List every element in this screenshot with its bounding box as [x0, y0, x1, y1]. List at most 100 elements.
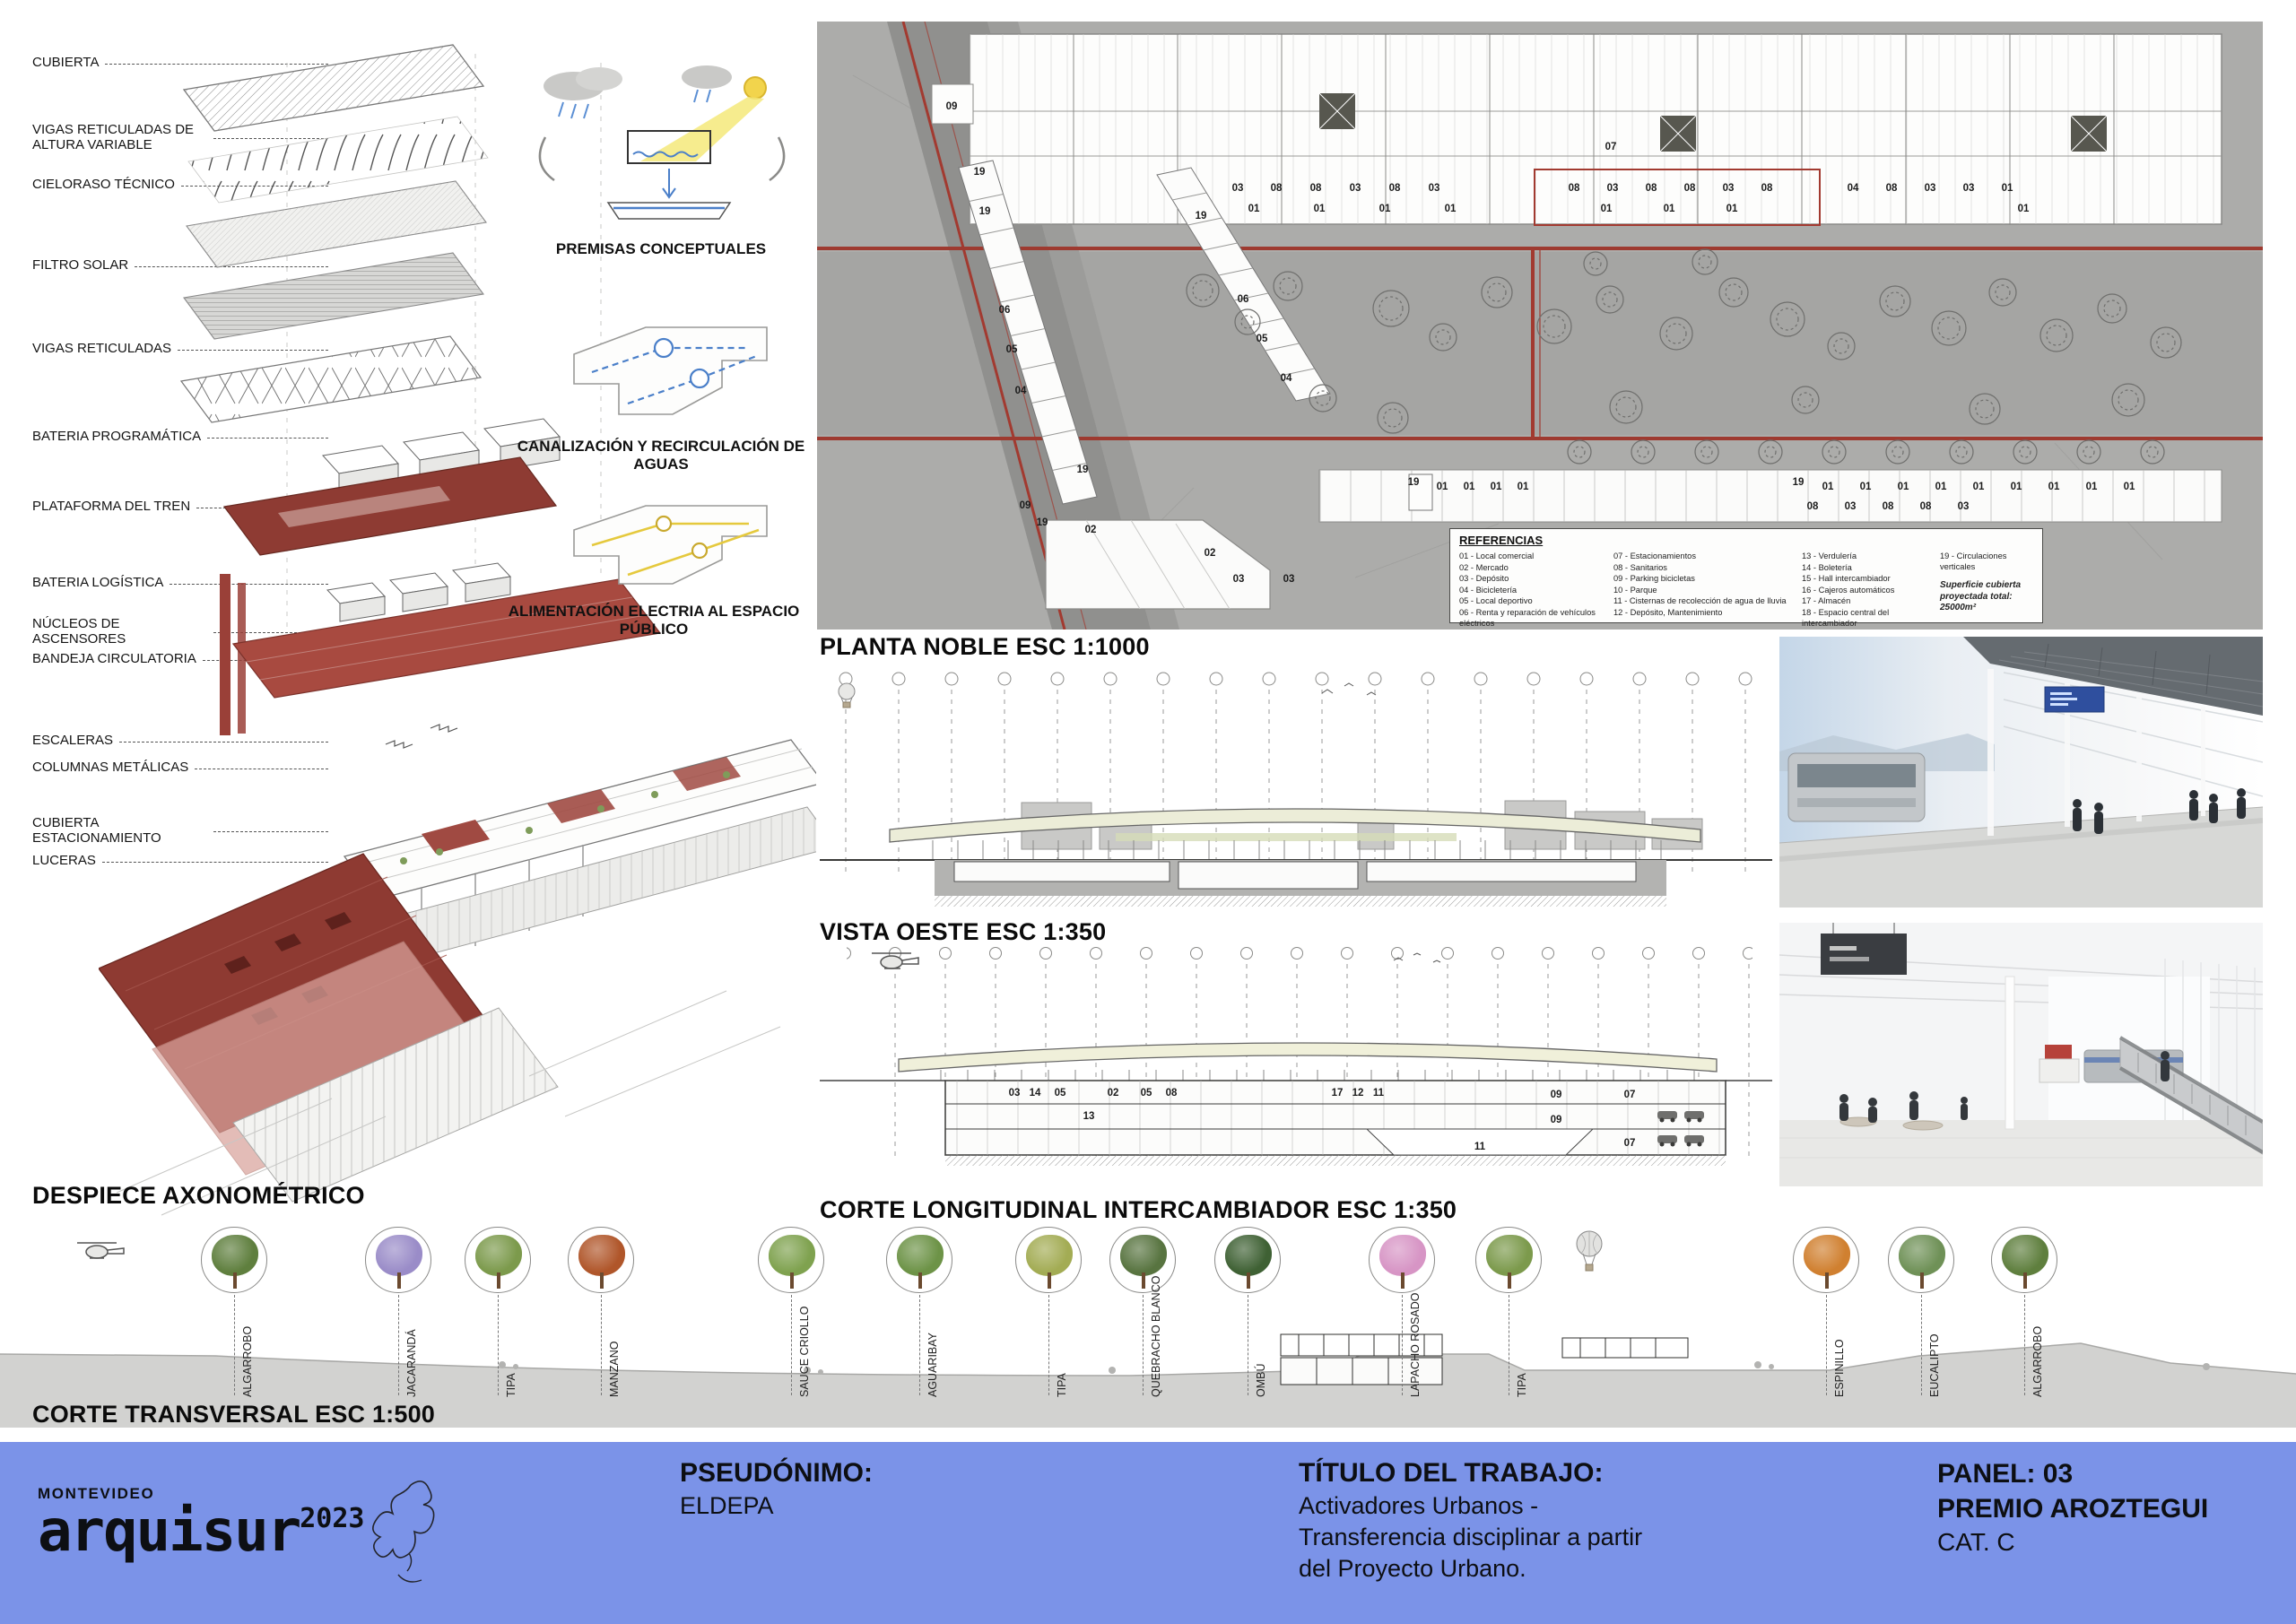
tree-name: LAPACHO ROSADO: [1409, 1292, 1422, 1397]
ref-number: 09: [945, 101, 958, 112]
tree-canopy-circle: [568, 1227, 634, 1293]
ref-number: 01: [1935, 482, 1947, 492]
floor: [1779, 1120, 2263, 1186]
ref-number: 03: [1924, 183, 1936, 194]
axon-layer-bateria-logistica: [326, 562, 512, 622]
logo-word: arquisur: [38, 1498, 301, 1565]
ref-number: 03: [1008, 1088, 1021, 1099]
ref-number: 11: [1474, 1142, 1486, 1152]
ref-number: 08: [1270, 183, 1283, 194]
panel-block: PANEL: 03 PREMIO AROZTEGUI CAT. C: [1937, 1456, 2208, 1559]
logo-city: MONTEVIDEO: [38, 1485, 155, 1502]
axon-drawing: [97, 36, 837, 1220]
tree-canopy-circle: [1369, 1227, 1435, 1293]
corte-long-title: CORTE LONGITUDINAL INTERCAMBIADOR ESC 1:…: [820, 1196, 1457, 1223]
arquisur-logo: MONTEVIDEO arquisur2023: [38, 1485, 365, 1560]
legend-item: 17 - Almacén: [1802, 596, 1851, 606]
people-silhouettes: [2073, 788, 2246, 834]
ref-number: 19: [1036, 517, 1048, 528]
leader-line: [207, 437, 328, 439]
axon-label-text: FILTRO SOLAR: [32, 257, 129, 273]
ref-number: 01: [2048, 482, 2060, 492]
ref-number: 01: [2085, 482, 2098, 492]
ref-number: 02: [1107, 1088, 1119, 1099]
kiosk-counter: [2039, 1058, 2080, 1083]
tree-marker: TIPA: [1474, 1227, 1543, 1428]
leader-line: [2024, 1295, 2025, 1395]
axon-label-text: CUBIERTA: [32, 55, 100, 70]
axon-layer-cubierta: [182, 44, 485, 132]
titulo-lines: Activadores Urbanos -Transferencia disci…: [1299, 1490, 1642, 1585]
tree-name: MANZANO: [608, 1341, 621, 1398]
axon-label-list: CUBIERTA VIGAS RETICULADAS DE ALTURA VARI…: [32, 0, 355, 906]
leader-line: [119, 741, 328, 743]
ref-number: 08: [1388, 183, 1401, 194]
tree-canopy: [769, 1235, 815, 1276]
category: CAT. C: [1937, 1528, 2015, 1556]
leader-line: [1826, 1295, 1827, 1395]
leader-line: [178, 349, 328, 351]
ref-number: 19: [1407, 477, 1420, 488]
helicopter-icon: [872, 952, 919, 969]
tree-canopy-circle: [1015, 1227, 1082, 1293]
lower-terminal-strip: [1318, 469, 2222, 523]
axon-label: VIGAS RETICULADAS DE ALTURA VARIABLE: [32, 122, 328, 152]
ref-number: 08: [1919, 501, 1932, 512]
tree-marker: LAPACHO ROSADO: [1368, 1227, 1436, 1428]
interchange-levels: [944, 1080, 1726, 1166]
premio-name: PREMIO AROZTEGUI: [1937, 1494, 2209, 1524]
ref-number: 01: [1897, 482, 1909, 492]
plan-tree-circles: [1186, 248, 2182, 465]
leader-line: [213, 632, 328, 633]
tree-trunk: [1142, 1272, 1145, 1289]
ref-number: 05: [1256, 334, 1268, 344]
ref-number: 01: [1600, 204, 1613, 214]
leader-line: [1143, 1295, 1144, 1395]
ref-number: 01: [1313, 204, 1326, 214]
ref-number: 06: [998, 305, 1011, 316]
tree-name: OMBÚ: [1255, 1363, 1267, 1398]
leader-line: [1402, 1295, 1403, 1395]
ceiling: [1963, 637, 2263, 716]
tree-name: EUCALIPTO: [1928, 1333, 1941, 1397]
kiosk-sign: [2045, 1045, 2072, 1059]
ref-number: 19: [1195, 211, 1207, 221]
tree-marker: JACARANDÁ: [364, 1227, 432, 1428]
photo-render-hall: [1779, 923, 2263, 1186]
ref-number: 01: [2017, 204, 2030, 214]
leader-line: [498, 1295, 499, 1395]
axon-label-text: PLATAFORMA DEL TREN: [32, 499, 191, 514]
ref-number: 03: [1844, 501, 1857, 512]
ref-number: 01: [1726, 204, 1738, 214]
ref-number: 03: [1231, 183, 1244, 194]
corte-svg: [820, 944, 1772, 1168]
legend-item: 19 - Circulaciones verticales: [1940, 551, 2007, 571]
node-icon: [691, 542, 709, 560]
axon-label: COLUMNAS METÁLICAS: [32, 760, 328, 776]
tree-canopy-circle: [1475, 1227, 1542, 1293]
train: [1787, 752, 1926, 822]
sun-icon: [744, 76, 767, 100]
access-ramp: [958, 160, 1331, 505]
legend-item: 13 - Verdulería: [1802, 551, 1857, 560]
leader-line: [398, 1295, 399, 1395]
tree-canopy: [1804, 1235, 1850, 1276]
axon-label-text: VIGAS RETICULADAS DE ALTURA VARIABLE: [32, 122, 195, 152]
axon-label-text: CUBIERTA ESTACIONAMIENTO: [32, 815, 161, 846]
ref-number: 17: [1331, 1088, 1344, 1099]
legend-col-4: 19 - Circulaciones verticales Superficie…: [1940, 551, 2039, 614]
axon-svg: [97, 44, 837, 1216]
tree-canopy-circle: [1214, 1227, 1281, 1293]
ref-number: 05: [1054, 1088, 1066, 1099]
tree-canopy-circle: [1888, 1227, 1954, 1293]
leader-line: [234, 1295, 235, 1395]
recirculation-arrow: [769, 136, 786, 182]
ref-number: 04: [1280, 373, 1292, 384]
ref-number: 02: [1084, 525, 1097, 535]
axon-label: LUCERAS: [32, 853, 328, 869]
water-line: [632, 151, 699, 158]
